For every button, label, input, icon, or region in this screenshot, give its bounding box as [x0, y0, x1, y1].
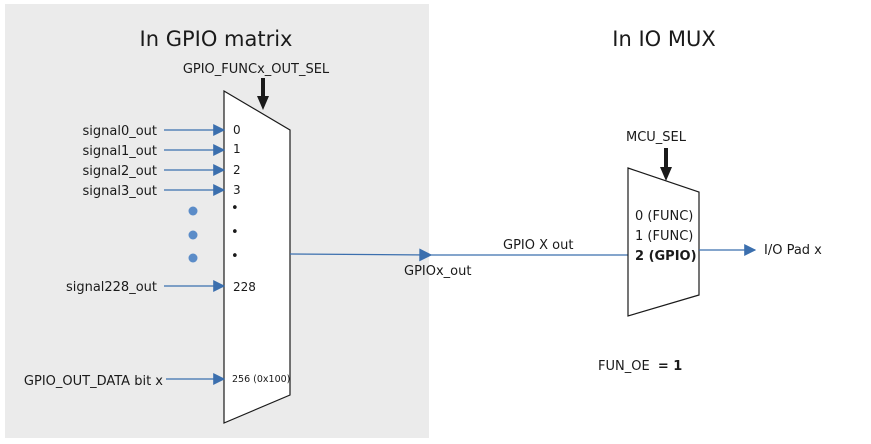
mcu-sel-label: MCU_SEL [626, 130, 687, 145]
gpio-func-out-sel-label: GPIO_FUNCx_OUT_SEL [183, 62, 330, 77]
gpio-matrix-title: In GPIO matrix [140, 27, 293, 51]
signal228-out-label: signal228_out [66, 280, 157, 295]
io-pad-label: I/O Pad x [764, 243, 822, 258]
gpio-matrix-panel [5, 4, 429, 438]
signal1-out-label: signal1_out [82, 144, 157, 159]
io-mux-input-2: 2 (GPIO) [635, 249, 697, 264]
gpiox-out-label: GPIOx_out [404, 264, 471, 279]
mux-input-index-256: 256 (0x100) [232, 374, 290, 385]
mux-ellipsis-mark-2: • [231, 225, 239, 240]
mux-input-index-0: 0 [233, 123, 241, 137]
fun-oe-value: = 1 [658, 359, 682, 374]
io-mux-input-1: 1 (FUNC) [635, 229, 693, 244]
mux-input-index-228: 228 [233, 280, 256, 294]
mux-ellipsis-mark-1: • [231, 201, 239, 216]
io-mux-title: In IO MUX [612, 27, 715, 51]
gpiox-out-arrow [289, 248, 433, 262]
signal3-out-label: signal3_out [82, 184, 157, 199]
signal0-out-label: signal0_out [82, 124, 157, 139]
gpio-out-data-label: GPIO_OUT_DATA bit x [24, 374, 163, 389]
mcu-sel-arrow-head [660, 167, 672, 181]
gpio-x-out-label: GPIO X out [503, 238, 573, 253]
gpio-func-out-sel-arrow-head [257, 96, 269, 110]
io-mux-input-0: 0 (FUNC) [635, 209, 693, 224]
gpio-matrix-mux [223, 89, 291, 424]
ellipsis-dot-1 [188, 206, 198, 216]
ellipsis-dot-3 [188, 253, 198, 263]
signal2-out-label: signal2_out [82, 164, 157, 179]
fun-oe-label: FUN_OE = 1 [598, 359, 682, 374]
mux-ellipsis-mark-3: • [231, 249, 239, 264]
mux-input-index-3: 3 [233, 183, 241, 197]
mux-input-index-2: 2 [233, 163, 241, 177]
io-mux [627, 167, 700, 317]
fun-oe-name: FUN_OE [598, 359, 650, 374]
ellipsis-dot-2 [188, 230, 198, 240]
mux-input-index-1: 1 [233, 142, 241, 156]
